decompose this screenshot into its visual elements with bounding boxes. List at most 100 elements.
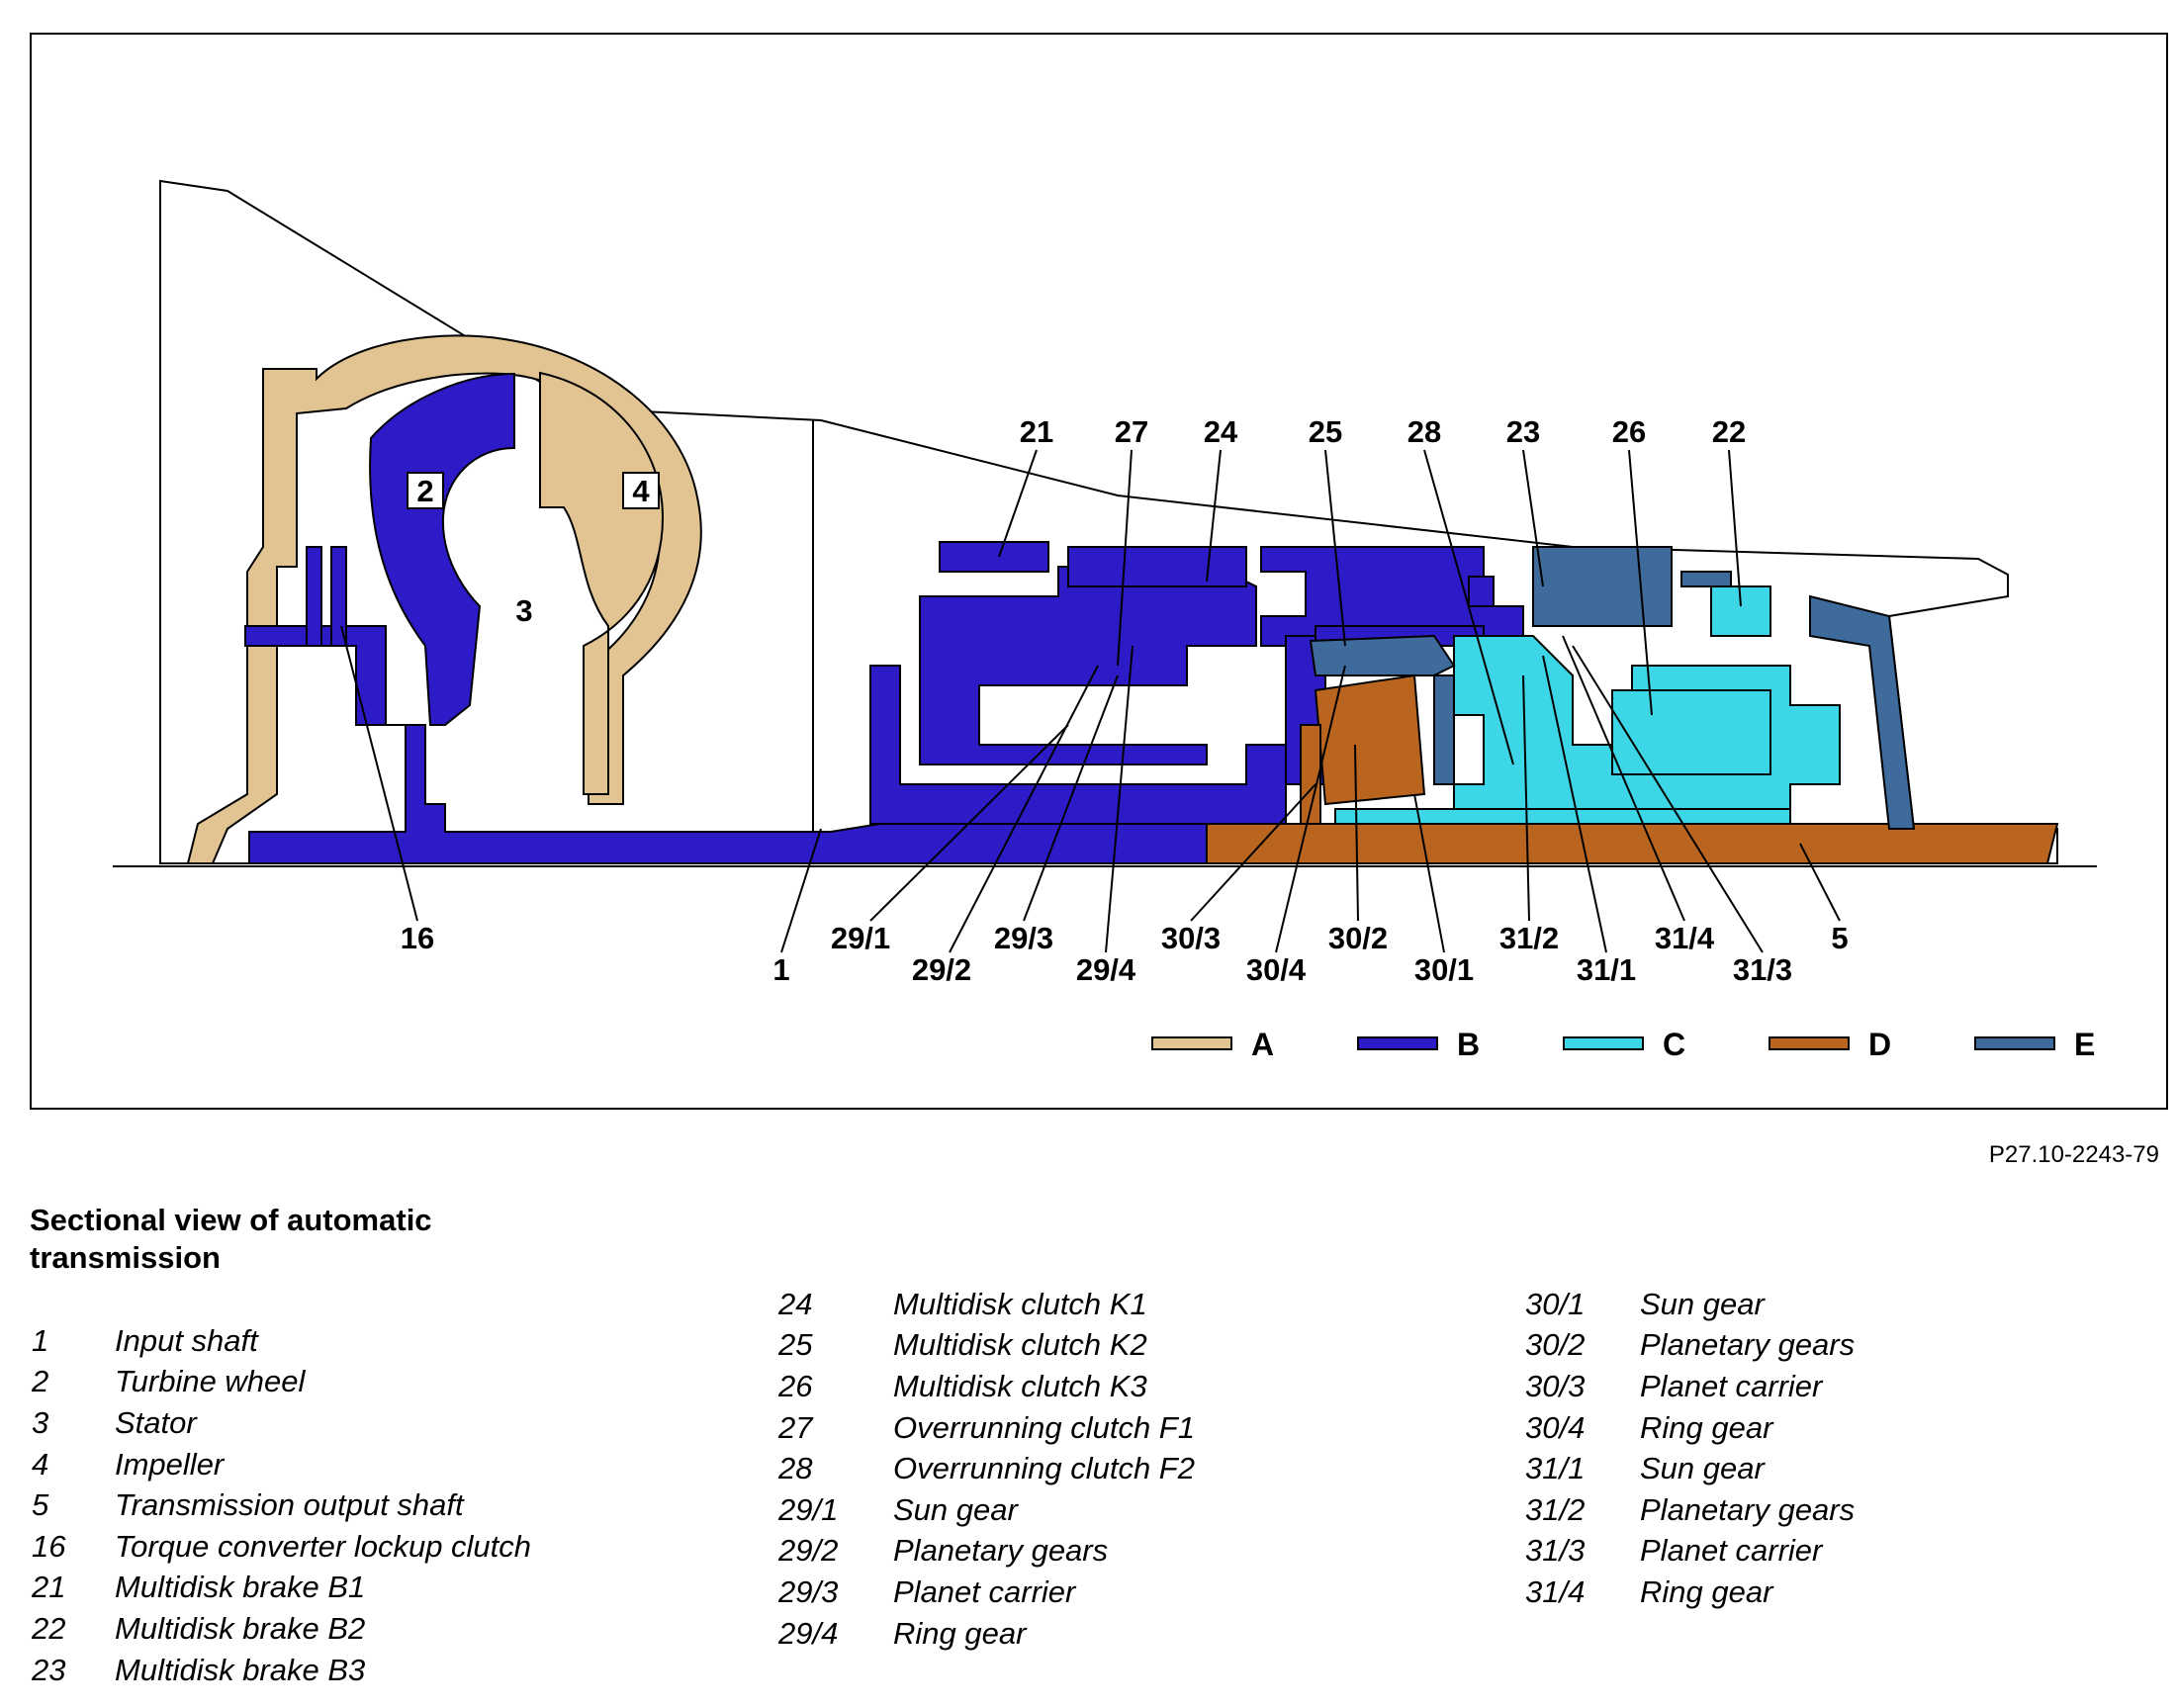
legend-item-number: 26 xyxy=(778,1368,813,1403)
legend-item-number: 29/4 xyxy=(778,1615,839,1651)
legend-item: 29/1 Sun gear xyxy=(778,1489,1195,1531)
callout-4: 4 xyxy=(632,474,650,508)
legend-item-number: 30/4 xyxy=(1525,1409,1586,1445)
legend-letter-e: E xyxy=(2074,1027,2095,1062)
legend-item-number: 23 xyxy=(32,1652,66,1687)
callout-29-1: 29/1 xyxy=(831,921,890,955)
legend-item: 22 Multidisk brake B2 xyxy=(32,1608,531,1650)
callout-1: 1 xyxy=(772,952,789,987)
callout-22: 22 xyxy=(1712,414,1746,449)
figure-frame xyxy=(30,33,2168,1110)
legend-item-number: 31/3 xyxy=(1525,1533,1586,1569)
callout-29-3: 29/3 xyxy=(994,921,1053,955)
callout-29-2: 29/2 xyxy=(912,952,971,987)
legend-item: 3 Stator xyxy=(32,1402,531,1444)
legend-item-number: 1 xyxy=(32,1322,49,1358)
legend-item-text: Impeller xyxy=(115,1446,225,1482)
callout-21: 21 xyxy=(1020,414,1053,449)
callout-3: 3 xyxy=(515,593,532,628)
callout-28: 28 xyxy=(1407,414,1441,449)
legend-swatch-b xyxy=(1357,1036,1438,1050)
callout-30-3: 30/3 xyxy=(1161,921,1221,955)
legend-letter-d: D xyxy=(1868,1027,1891,1062)
legend-item-number: 30/2 xyxy=(1525,1327,1586,1363)
legend-item-number: 31/1 xyxy=(1525,1451,1586,1486)
callout-30-4: 30/4 xyxy=(1246,952,1307,987)
legend-item-number: 28 xyxy=(778,1451,813,1486)
legend-item-text: Overrunning clutch F2 xyxy=(893,1451,1195,1486)
legend-item: 29/3 Planet carrier xyxy=(778,1572,1195,1613)
group-e-parts xyxy=(1309,546,1916,830)
legend-item-text: Multidisk clutch K1 xyxy=(893,1286,1147,1321)
legend-item: 31/1 Sun gear xyxy=(1525,1448,1855,1489)
legend-item-text: Transmission output shaft xyxy=(115,1487,464,1523)
callout-16: 16 xyxy=(401,921,434,955)
legend-item: 27 Overrunning clutch F1 xyxy=(778,1407,1195,1449)
legend-swatch-d xyxy=(1769,1036,1850,1050)
legend-item-text: Stator xyxy=(115,1404,197,1440)
legend-item-number: 21 xyxy=(32,1570,66,1605)
legend-item-number: 27 xyxy=(778,1409,813,1445)
legend-item-text: Torque converter lockup clutch xyxy=(115,1528,532,1564)
legend-item-text: Multidisk brake B2 xyxy=(115,1610,366,1646)
callout-25: 25 xyxy=(1309,414,1342,449)
legend-item-number: 29/1 xyxy=(778,1491,839,1527)
legend-item-text: Multidisk clutch K3 xyxy=(893,1368,1147,1403)
legend-item-text: Turbine wheel xyxy=(115,1364,306,1399)
leader-lines xyxy=(340,449,1841,953)
figure-caption: Sectional view of automatic transmission xyxy=(30,1203,432,1275)
top-callout-labels: 21 27 24 25 28 23 26 22 xyxy=(1020,414,1746,449)
legend-item: 1 Input shaft xyxy=(32,1320,531,1362)
legend-item-number: 22 xyxy=(32,1610,66,1646)
legend-item-number: 3 xyxy=(32,1404,49,1440)
legend-item-number: 29/3 xyxy=(778,1573,839,1609)
legend-letter-b: B xyxy=(1457,1027,1480,1062)
callout-31-1: 31/1 xyxy=(1577,952,1636,987)
legend-item-text: Ring gear xyxy=(893,1615,1027,1651)
figure-code: P27.10-2243-79 xyxy=(1988,1141,2159,1168)
legend-item: 31/2 Planetary gears xyxy=(1525,1489,1855,1531)
legend-item-text: Input shaft xyxy=(115,1322,258,1358)
legend-letter-c: C xyxy=(1663,1027,1685,1062)
legend-swatch-c xyxy=(1563,1036,1644,1050)
legend-item-text: Planet carrier xyxy=(893,1573,1076,1609)
legend-item-text: Planet carrier xyxy=(1640,1368,1823,1403)
callout-24: 24 xyxy=(1204,414,1238,449)
legend-item-number: 31/2 xyxy=(1525,1491,1586,1527)
legend-item-text: Ring gear xyxy=(1640,1573,1773,1609)
bottom-callout-labels: 16 1 29/1 29/2 29/3 29/4 30/3 30/4 30/2 … xyxy=(401,921,1849,987)
legend-item-text: Multidisk brake B1 xyxy=(115,1570,366,1605)
group-d-parts xyxy=(1206,674,2059,864)
callout-30-2: 30/2 xyxy=(1328,921,1388,955)
legend-letter-a: A xyxy=(1251,1027,1274,1062)
inner-callout-labels: 2 4 3 xyxy=(416,474,650,628)
legend-item-text: Ring gear xyxy=(1640,1409,1773,1445)
callout-26: 26 xyxy=(1612,414,1646,449)
legend-item-number: 30/3 xyxy=(1525,1368,1586,1403)
callout-29-4: 29/4 xyxy=(1076,952,1136,987)
legend-item-number: 25 xyxy=(778,1327,813,1363)
legend-item-text: Sun gear xyxy=(893,1491,1018,1527)
legend-item-text: Planetary gears xyxy=(1640,1491,1856,1527)
transmission-sectional-diagram: 2 4 3 21 27 24 25 28 23 26 22 16 1 29/1 … xyxy=(113,179,2097,1062)
callout-31-3: 31/3 xyxy=(1733,952,1792,987)
legend-item-text: Sun gear xyxy=(1640,1451,1765,1486)
legend-item: 29/4 Ring gear xyxy=(778,1613,1195,1655)
transmission-housing xyxy=(159,179,2058,864)
legend-item-number: 30/1 xyxy=(1525,1286,1586,1321)
legend-item-text: Overrunning clutch F1 xyxy=(893,1409,1195,1445)
inner-callout-boxes xyxy=(407,472,660,509)
callout-31-2: 31/2 xyxy=(1499,921,1559,955)
